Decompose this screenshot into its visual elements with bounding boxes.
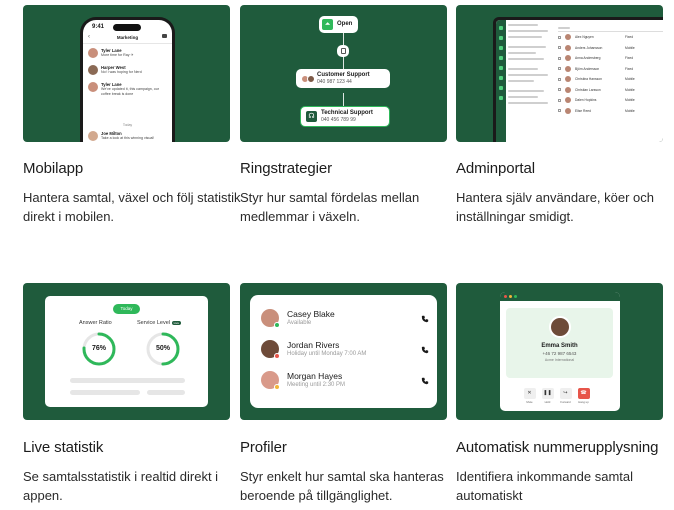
avatar [548, 316, 571, 338]
today-divider: Today [122, 123, 133, 127]
call-controls: ✕Mute ❚❚Hold ↪Forward ☎Hang up [522, 388, 591, 404]
service-level-gauge [146, 332, 180, 366]
incoming-call-window: Emma Smith +46 72 987 6543 Acme Internat… [500, 292, 620, 411]
avatar [88, 131, 98, 141]
answer-ratio-label: Answer Ratio [79, 320, 112, 326]
forward-icon: ↪ [559, 388, 572, 399]
live-statistik-thumbnail: Today Answer Ratio Service Level Live 76… [23, 283, 230, 420]
service-level-value: 50% [155, 345, 170, 352]
admin-settings-column [508, 24, 556, 142]
mute-button[interactable]: ✕Mute [522, 388, 537, 404]
avatar [261, 309, 280, 328]
card-title: Adminportal [456, 160, 535, 177]
video-icon [162, 34, 167, 38]
today-pill[interactable]: Today [113, 304, 140, 314]
phone-notch [113, 24, 141, 31]
chat-header: Marketing [116, 35, 139, 40]
service-level-label: Service Level Live [137, 320, 182, 326]
avatar [88, 48, 98, 58]
card-title: Mobilapp [23, 160, 84, 177]
card-description: Styr enkelt hur samtal ska hanteras bero… [240, 469, 444, 503]
card-title: Live statistik [23, 439, 104, 456]
pause-icon: ❚❚ [541, 388, 554, 399]
card-title: Profiler [240, 439, 287, 456]
document-icon [340, 48, 346, 54]
card-description: Identifiera inkommande samtal automatisk… [456, 469, 634, 503]
phone-icon[interactable] [421, 377, 429, 385]
hold-button[interactable]: ❚❚Hold [541, 388, 554, 404]
admin-sidebar [496, 20, 506, 142]
phone-time: 9:41 [92, 24, 105, 30]
hang-up-icon: ☎ [577, 388, 590, 399]
automatisk-thumbnail: Emma Smith +46 72 987 6543 Acme Internat… [456, 283, 663, 420]
phone-icon[interactable] [421, 315, 429, 323]
avatar [88, 65, 98, 75]
avatar [261, 371, 280, 390]
avatar [307, 74, 315, 83]
avatar [88, 82, 98, 92]
flow-open-node: ⏶ Open [319, 16, 359, 33]
headset-icon: ☊ [306, 111, 317, 122]
forward-button[interactable]: ↪Forward [559, 388, 572, 404]
answer-ratio-gauge [82, 332, 116, 366]
split-node [337, 45, 349, 57]
hang-up-button[interactable]: ☎Hang up [577, 388, 590, 404]
phone-icon[interactable] [421, 346, 429, 354]
card-description: Styr hur samtal fördelas mellan medlemma… [240, 190, 420, 224]
avatar [261, 340, 280, 359]
card-description: Se samtalsstatistik i realtid direkt i a… [23, 469, 219, 503]
card-description: Hantera samtal, växel och följ statistik… [23, 190, 241, 224]
stats-panel: Today Answer Ratio Service Level Live 76… [45, 296, 208, 407]
mute-icon: ✕ [523, 388, 536, 399]
card-title: Ringstrategier [240, 160, 332, 177]
chevron-left-icon: ‹ [88, 34, 90, 40]
caller-card: Emma Smith +46 72 987 6543 Acme Internat… [506, 308, 613, 378]
window-titlebar [500, 292, 620, 301]
card-description: Hantera själv användare, köer och instäl… [456, 190, 655, 224]
answer-ratio-value: 76% [91, 345, 106, 352]
flow-icon: ⏶ [322, 19, 333, 30]
card-title: Automatisk nummerupplysning [456, 439, 659, 456]
